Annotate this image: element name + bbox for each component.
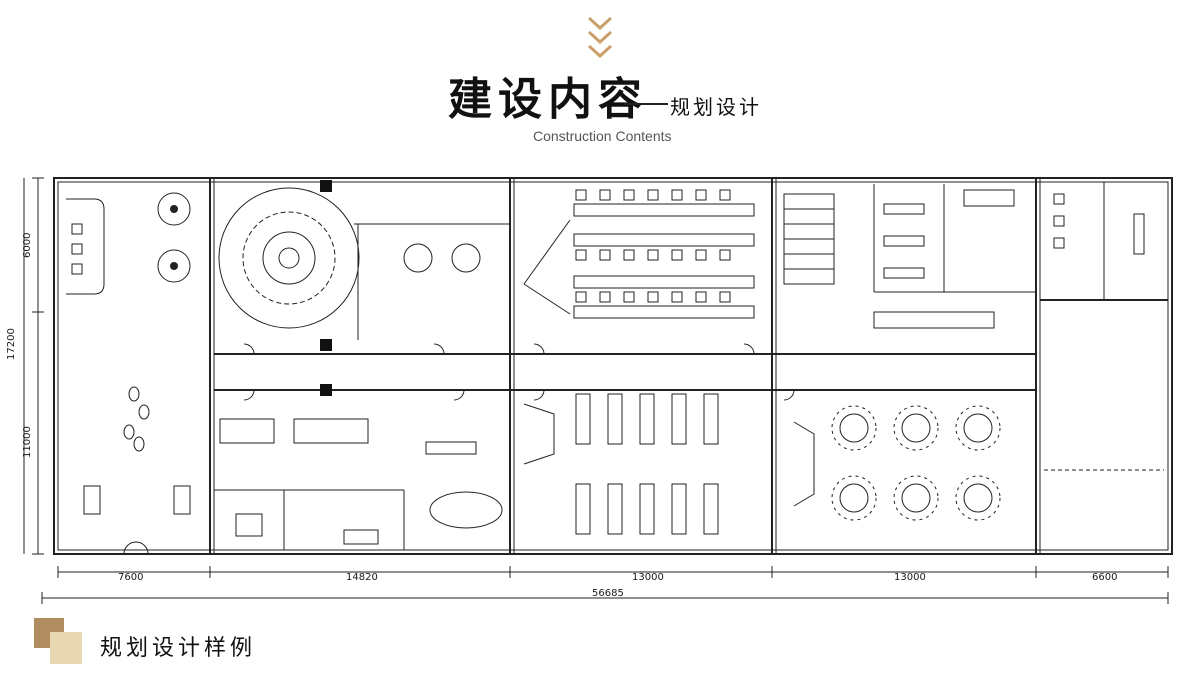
dim-total: 56685: [592, 588, 624, 599]
dim-seg-2: 14820: [346, 572, 378, 583]
dim-seg-5: 6600: [1092, 572, 1118, 583]
floor-plan: [23, 177, 1173, 604]
page-title: 建设内容: [448, 74, 648, 125]
footer-logo-squares: [34, 618, 82, 666]
footer-square-light: [50, 632, 82, 664]
title-divider: [624, 103, 668, 105]
dim-height-bottom: 11000: [22, 426, 33, 458]
footer-caption: 规划设计样例: [100, 636, 257, 661]
page-subtitle: 规划设计: [670, 95, 762, 119]
dim-seg-4: 13000: [894, 572, 926, 583]
dim-seg-1: 7600: [118, 572, 144, 583]
dim-seg-3: 13000: [632, 572, 664, 583]
dim-height-top: 6000: [22, 232, 33, 258]
page-title-block: 建设内容 规划设计 Construction Contents: [0, 70, 1200, 150]
page-title-english: Construction Contents: [533, 128, 672, 144]
chevron-down-icon: [587, 16, 613, 59]
dim-height-total: 17200: [6, 328, 17, 360]
